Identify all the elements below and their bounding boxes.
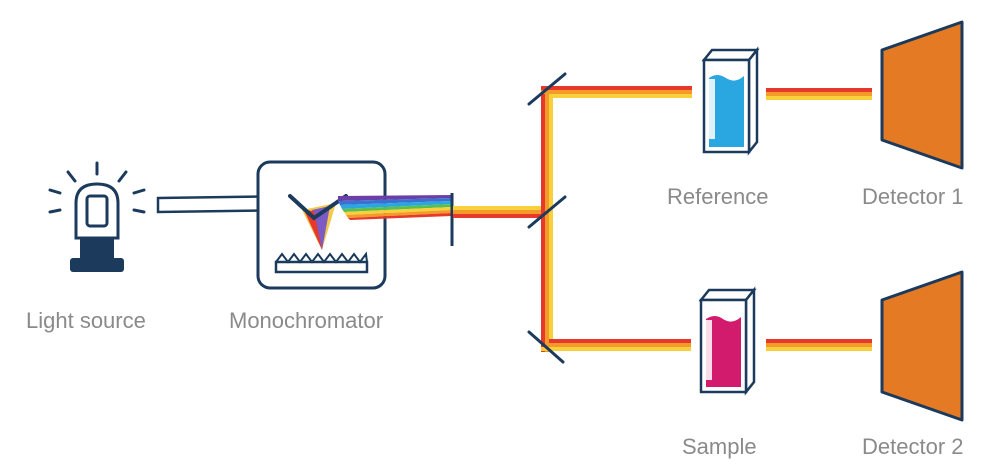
mirror-v <box>288 194 348 221</box>
rainbow-output <box>338 195 452 220</box>
cuvette-icon <box>701 46 760 156</box>
bottom-mirror <box>527 330 565 364</box>
diffraction-grating <box>275 251 368 264</box>
light-beams <box>453 86 872 352</box>
reference-liquid <box>709 75 744 147</box>
reference-label: Reference <box>667 184 769 209</box>
top-mirror <box>527 72 567 106</box>
light-bulb-icon <box>48 161 146 272</box>
detector-1-label: Detector 1 <box>862 184 964 209</box>
detector-icon <box>880 20 964 170</box>
detector-2-label: Detector 2 <box>862 434 964 459</box>
cuvette-icon <box>698 286 757 396</box>
sample-label: Sample <box>682 434 757 459</box>
beam-splitter <box>527 195 567 229</box>
sample-liquid <box>706 316 741 387</box>
monochromator-box-icon <box>256 160 452 290</box>
light-source-label: Light source <box>26 308 146 333</box>
detector-icon <box>880 270 964 422</box>
monochromator-label: Monochromator <box>229 308 384 333</box>
mirrors <box>527 72 567 364</box>
